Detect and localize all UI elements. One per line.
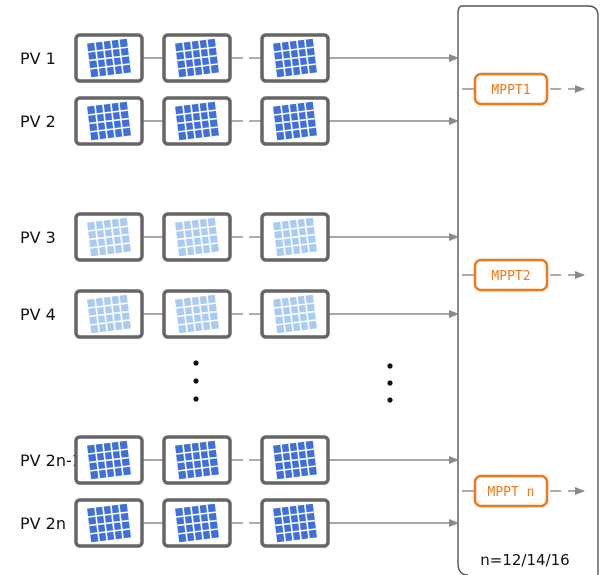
solar-panel-icon bbox=[74, 33, 144, 83]
mppt-label: MPPT1 bbox=[491, 83, 530, 98]
mppt-box bbox=[473, 474, 549, 508]
pv-string-row: PV 4 bbox=[20, 305, 459, 324]
ellipsis-dot bbox=[387, 363, 393, 369]
mppt-tracker: MPPT2 bbox=[462, 258, 585, 292]
mppt-tracker: MPPT n bbox=[462, 474, 585, 508]
solar-panel-icon bbox=[74, 212, 144, 262]
pv-string-label: PV 1 bbox=[20, 49, 56, 68]
solar-panel-icon bbox=[74, 289, 144, 339]
solar-panel-icon bbox=[260, 96, 330, 146]
solar-panel-icon bbox=[162, 498, 232, 548]
solar-panel-icon bbox=[260, 33, 330, 83]
solar-panel-icon bbox=[74, 96, 144, 146]
pv-string-label: PV 2n bbox=[20, 514, 66, 533]
ellipsis-dot bbox=[387, 397, 393, 403]
pv-string-label: PV 2n-1 bbox=[20, 451, 82, 470]
pv-string-label: PV 2 bbox=[20, 112, 56, 131]
solar-panel-icon bbox=[260, 212, 330, 262]
solar-panel-icon bbox=[162, 212, 232, 262]
mppt-tracker: MPPT1 bbox=[462, 72, 585, 106]
pv-string-row: PV 2n-1 bbox=[20, 451, 459, 470]
solar-panel-icon bbox=[260, 289, 330, 339]
pv-string-row: PV 2 bbox=[20, 112, 459, 131]
ellipsis-dot bbox=[193, 396, 199, 402]
solar-panel-icon bbox=[74, 435, 144, 485]
solar-panel-icon bbox=[162, 96, 232, 146]
solar-panel-icon bbox=[162, 289, 232, 339]
inverter-enclosure bbox=[457, 5, 599, 575]
ellipsis-dot bbox=[193, 378, 199, 384]
pv-string-label: PV 3 bbox=[20, 228, 56, 247]
solar-panel-icon bbox=[162, 435, 232, 485]
mppt-box bbox=[473, 72, 549, 106]
mppt-label: MPPT2 bbox=[491, 269, 530, 284]
ellipsis-dot bbox=[193, 360, 199, 366]
mppt-box bbox=[473, 258, 549, 292]
solar-panel-icon bbox=[162, 33, 232, 83]
solar-panel-icon bbox=[260, 435, 330, 485]
solar-panel-icon bbox=[74, 498, 144, 548]
pv-string-row: PV 3 bbox=[20, 228, 459, 247]
pv-string-row: PV 1 bbox=[20, 49, 459, 68]
solar-panel-icon bbox=[260, 498, 330, 548]
pv-string-row: PV 2n bbox=[20, 514, 459, 533]
mppt-label: MPPT n bbox=[488, 485, 535, 500]
pv-string-label: PV 4 bbox=[20, 305, 56, 324]
ellipsis-dot bbox=[387, 380, 393, 386]
mppt-count-note: n=12/14/16 bbox=[480, 551, 569, 569]
